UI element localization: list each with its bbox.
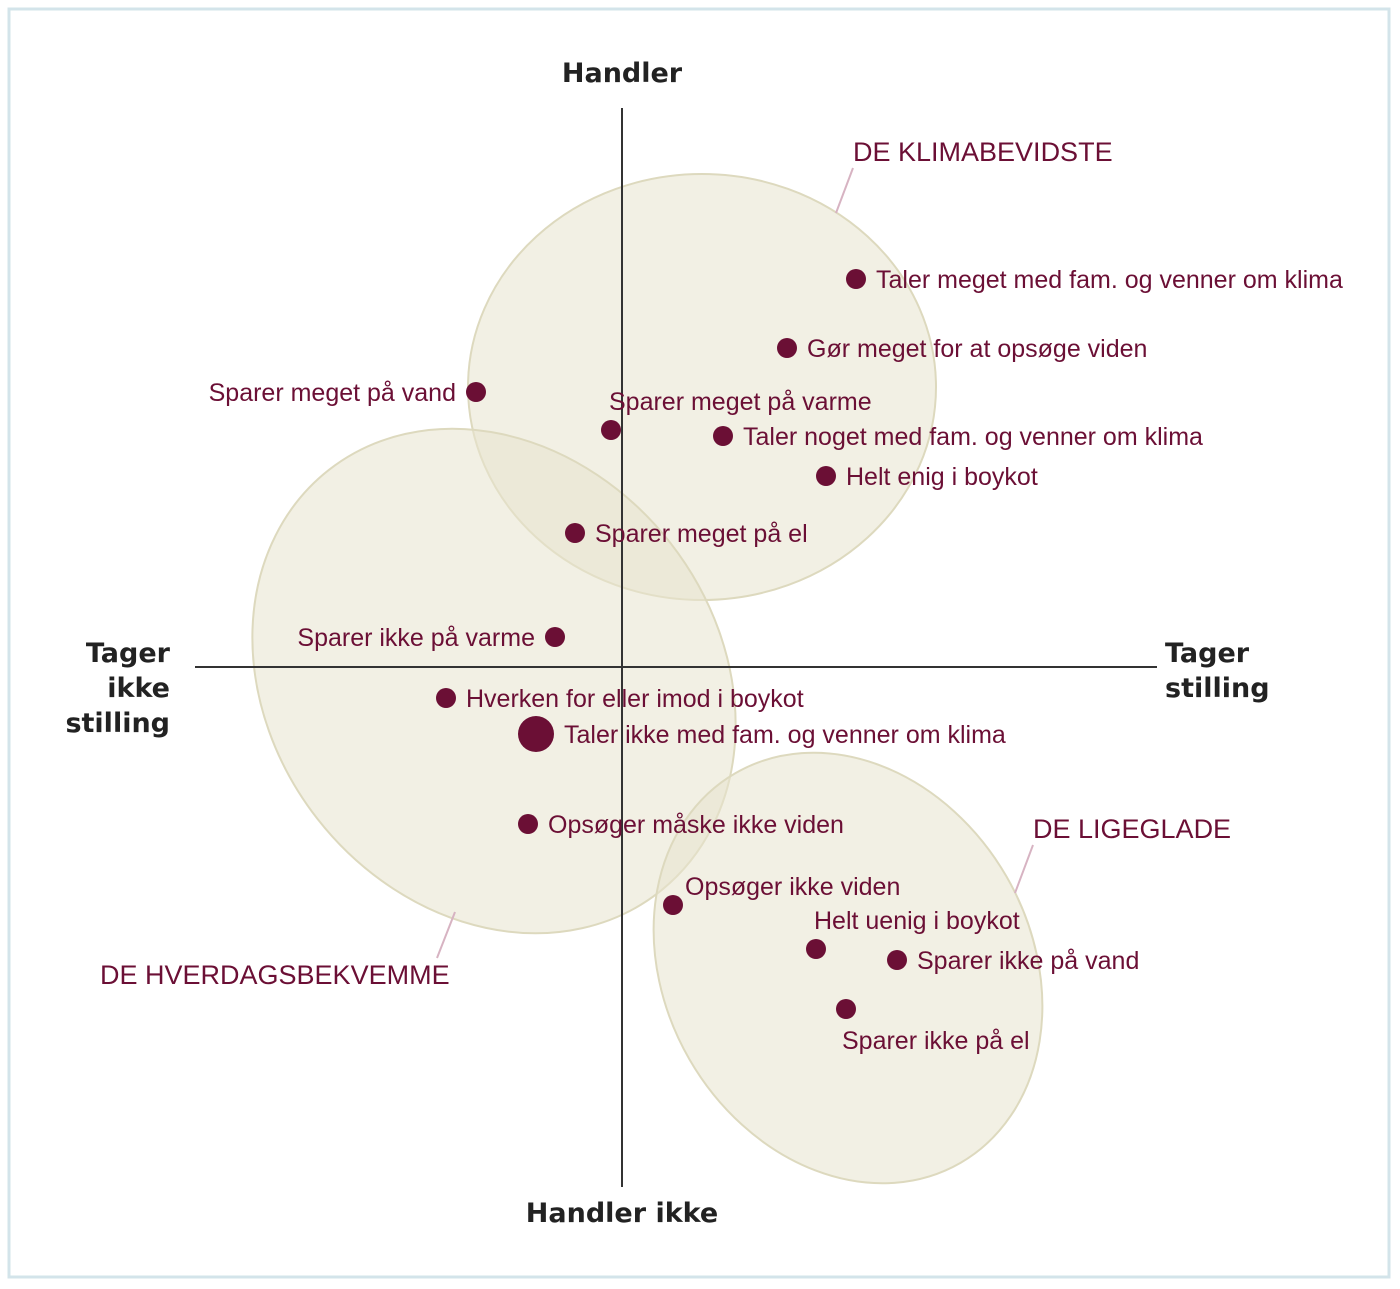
axis-label-left-2: ikke — [107, 673, 170, 704]
axis-label-bottom: Handler ikke — [526, 1198, 718, 1229]
data-point — [887, 950, 907, 970]
data-point-label: Sparer ikke på varme — [297, 624, 535, 652]
data-point — [518, 814, 538, 834]
data-point-label: Taler noget med fam. og venner om klima — [743, 423, 1203, 451]
data-point-label: Opsøger ikke viden — [685, 873, 900, 901]
data-point — [777, 338, 797, 358]
data-point-label: Sparer meget på varme — [609, 388, 872, 416]
data-point-label: Gør meget for at opsøge viden — [807, 335, 1147, 363]
leader-klimabevidste — [835, 167, 854, 214]
cluster-label-hverdagsbekvemme: DE HVERDAGSBEKVEMME — [100, 960, 450, 990]
data-point-label: Sparer meget på vand — [209, 379, 456, 407]
data-point — [436, 688, 456, 708]
data-point — [601, 420, 621, 440]
data-point — [806, 939, 826, 959]
axis-label-right-2: stilling — [1165, 673, 1270, 704]
data-point-label: Helt enig i boykot — [846, 463, 1038, 491]
data-point — [846, 269, 866, 289]
data-point-label: Taler ikke med fam. og venner om klima — [564, 721, 1006, 749]
axis-label-right-1: Tager — [1165, 638, 1250, 669]
data-point — [663, 895, 683, 915]
data-point — [518, 716, 554, 752]
data-point-label: Taler meget med fam. og venner om klima — [876, 266, 1343, 294]
data-point-label: Hverken for eller imod i boykot — [466, 685, 804, 713]
data-point — [713, 426, 733, 446]
data-point-label: Opsøger måske ikke viden — [548, 811, 844, 839]
data-point — [545, 627, 565, 647]
cluster-ligeglade-region — [652, 751, 1044, 1185]
data-point-label: Sparer ikke på el — [842, 1027, 1030, 1055]
axis-label-left-1: Tager — [86, 638, 171, 669]
data-point — [816, 466, 836, 486]
data-point — [836, 999, 856, 1019]
data-point-label: Helt uenig i boykot — [814, 907, 1020, 935]
cluster-label-klimabevidste: DE KLIMABEVIDSTE — [853, 137, 1113, 167]
axis-label-top: Handler — [562, 58, 683, 89]
cluster-label-ligeglade: DE LIGEGLADE — [1033, 814, 1231, 844]
data-point-label: Sparer meget på el — [595, 520, 808, 548]
leader-ligeglade — [1014, 844, 1034, 894]
data-point-label: Sparer ikke på vand — [917, 947, 1139, 975]
leader-hverdagsbekvemme — [436, 911, 456, 959]
data-point — [466, 382, 486, 402]
data-point — [565, 523, 585, 543]
axis-label-left-3: stilling — [65, 708, 170, 739]
data-points: Taler meget med fam. og venner om klimaG… — [209, 266, 1343, 1055]
